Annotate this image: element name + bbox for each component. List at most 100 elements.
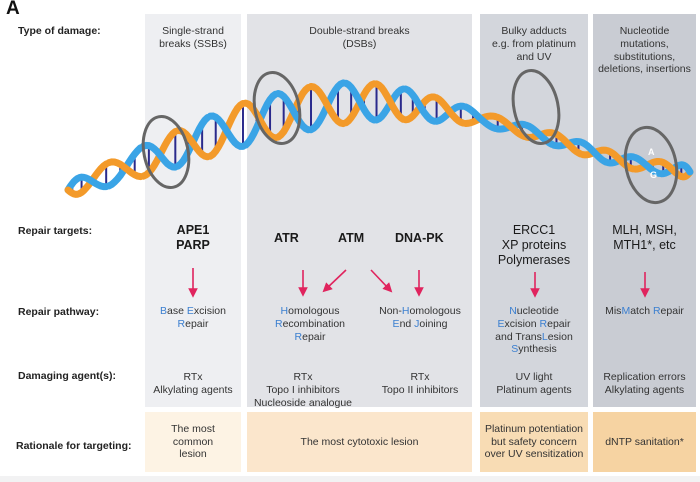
pathway-text: Non- xyxy=(379,305,402,317)
ring-ssb xyxy=(141,114,191,190)
pathway-initial-letter: E xyxy=(497,317,505,330)
pathway-text: epair xyxy=(660,305,684,317)
pathway-initial-letter: R xyxy=(177,317,186,330)
agents-bulky: UV light Platinum agents xyxy=(496,371,572,396)
damage-bulky: Bulky adducts e.g. from platinum and UV xyxy=(491,25,577,63)
dna-strand-orange xyxy=(373,80,407,123)
pathway-text: epair xyxy=(302,330,326,343)
pathway-line: and TransLesion xyxy=(480,331,588,344)
pathway-initial-letter: E xyxy=(392,317,400,330)
column-bulky-background xyxy=(480,14,588,407)
rationale-bulky: Platinum potentiation but safety concern… xyxy=(480,412,588,472)
pathway-text: epair xyxy=(547,317,571,330)
pathway-initial-letter: B xyxy=(160,305,168,317)
dna-strand-blue xyxy=(342,79,378,124)
pathway-initial-letter: M xyxy=(621,305,631,317)
rationale-nucleotide: dNTP sanitation* xyxy=(593,412,696,472)
pathway-text: oining xyxy=(419,317,448,330)
pathway-text: ynthesis xyxy=(518,343,557,356)
arrow-atm-hr xyxy=(322,269,347,293)
rationale-ssb: The most common lesion xyxy=(145,412,241,472)
targets-nucleotide: MLH, MSH, MTH1*, etc xyxy=(612,223,677,252)
pathway-initial-letter: R xyxy=(652,305,661,317)
targets-bulky: ERCC1 XP proteins Polymerases xyxy=(497,223,571,267)
pathway-initial-letter: H xyxy=(280,305,289,317)
ring-bulky xyxy=(511,69,561,145)
dna-strand-blue xyxy=(462,103,499,132)
target-dna-pk: DNA-PK xyxy=(395,231,444,245)
agents-nucleotide: Replication errors Alkylating agents xyxy=(603,371,686,396)
targets-ssb: APE1 PARP xyxy=(176,223,210,252)
damage-ssb: Single-strand breaks (SSBs) xyxy=(159,25,227,50)
pathway-text: xcision xyxy=(193,305,226,317)
pathway-text: ecombination xyxy=(282,317,346,330)
agents-hr: RTx Topo I inhibitors Nucleoside analogu… xyxy=(253,371,353,409)
ring-dsb xyxy=(252,70,302,146)
column-nucleotide-background xyxy=(593,14,696,407)
pathway-text: and Trans xyxy=(495,330,542,343)
damage-dsb: Double-strand breaks (DSBs) xyxy=(309,25,410,50)
pathway-initial-letter: E xyxy=(186,305,194,317)
pathway-text: ucleotide xyxy=(516,305,559,317)
dna-strand-blue xyxy=(631,154,663,177)
pathway-nucleotide: MisMatch Repair xyxy=(593,305,696,318)
rationale-dsb: The most cytotoxic lesion xyxy=(247,412,472,472)
row-label-rationale: Rationale for targeting: xyxy=(16,440,132,452)
pathway-text: Mis xyxy=(605,305,622,317)
pathway-line: Nucleotide xyxy=(480,305,588,318)
pathway-line: Base Excision xyxy=(145,305,241,318)
pathway-line: Repair xyxy=(145,318,241,331)
damage-nucleotide: Nucleotide mutations, substitutions, del… xyxy=(598,25,691,76)
column-ssb-background xyxy=(145,14,241,407)
panel-letter: A xyxy=(6,0,20,19)
pathway-text: omologous xyxy=(409,305,461,317)
pathway-initial-letter: N xyxy=(509,305,517,317)
pathway-text: epair xyxy=(185,317,209,330)
pathway-text: esion xyxy=(547,330,573,343)
pathway-initial-letter: J xyxy=(414,317,420,330)
pathway-line: Homologous xyxy=(262,305,358,318)
pathway-line: Recombination xyxy=(262,318,358,331)
dna-strand-orange xyxy=(242,99,279,142)
pathway-initial-letter: L xyxy=(541,330,548,343)
row-label-repair-pathway: Repair pathway: xyxy=(18,306,100,318)
bottom-strip xyxy=(0,476,700,482)
target-atr: ATR xyxy=(274,231,299,245)
pathway-line: MisMatch Repair xyxy=(593,305,696,318)
pathway-initial-letter: R xyxy=(294,330,303,343)
dna-strand-blue xyxy=(274,90,312,134)
dna-strand-blue xyxy=(679,161,694,176)
pathway-text: omologous xyxy=(288,305,340,317)
dna-base-label-a: A xyxy=(648,147,655,157)
dna-base-label-g: G xyxy=(650,170,657,180)
pathway-initial-letter: H xyxy=(401,305,410,317)
agents-ssb: RTx Alkylating agents xyxy=(153,371,233,396)
dna-strand-blue xyxy=(76,173,110,191)
dna-strand-blue xyxy=(206,112,247,150)
dna-strand-blue xyxy=(402,85,438,125)
dna-strand-blue xyxy=(579,139,610,166)
arrow-atm-nhej xyxy=(370,269,393,293)
pathway-line: Repair xyxy=(262,331,358,344)
pathway-text: nd xyxy=(399,317,415,330)
pathway-initial-letter: S xyxy=(511,343,519,356)
ring-nucleotide xyxy=(623,125,679,205)
pathway-initial-letter: R xyxy=(539,317,548,330)
pathway-line: Non-Homologous xyxy=(368,305,472,318)
dna-strand-orange xyxy=(64,186,82,198)
target-atm: ATM xyxy=(338,231,365,245)
dna-strand-blue xyxy=(139,141,179,171)
pathway-line: Synthesis xyxy=(480,343,588,356)
pathway-line: End Joining xyxy=(368,318,472,331)
dna-strand-orange xyxy=(433,94,467,127)
row-label-damaging-agents: Damaging agent(s): xyxy=(18,370,117,382)
pathway-text: ase xyxy=(167,305,187,317)
dna-strand-orange xyxy=(307,83,347,128)
pathway-text: xcision xyxy=(504,317,540,330)
row-label-type-of-damage: Type of damage: xyxy=(18,25,101,37)
